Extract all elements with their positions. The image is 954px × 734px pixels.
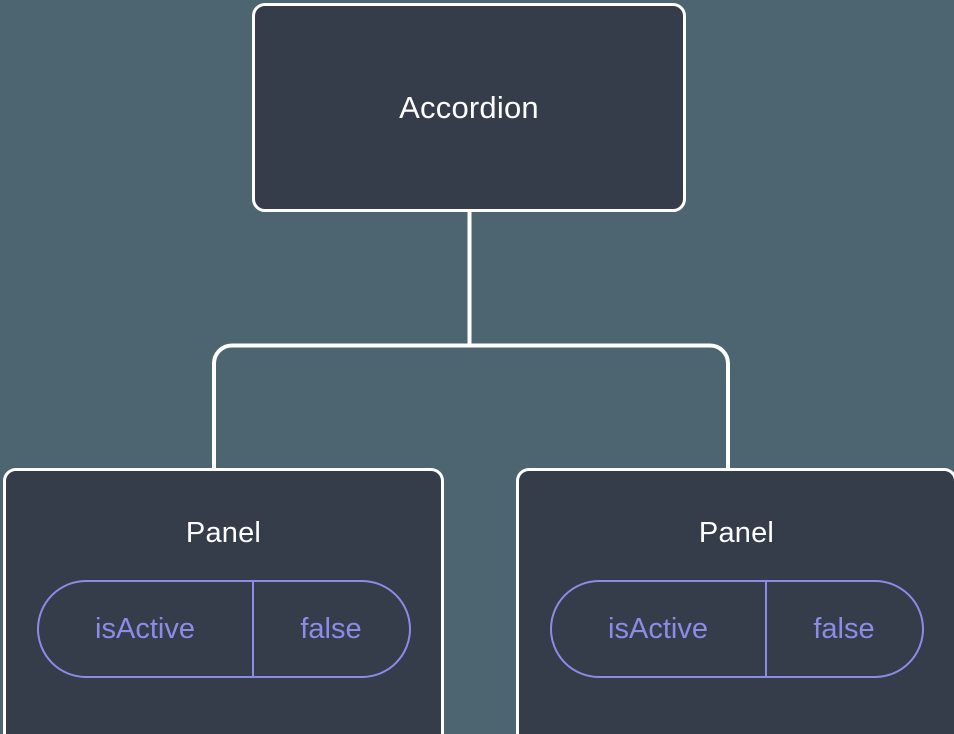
prop-value-left: false bbox=[300, 612, 362, 645]
node-panel-left-label: Panel bbox=[185, 517, 262, 549]
prop-key-left: isActive bbox=[39, 582, 254, 676]
node-accordion[interactable]: Accordion bbox=[252, 3, 686, 212]
node-panel-left[interactable]: Panel isActive false bbox=[3, 468, 444, 734]
edge-branch-right bbox=[469, 343, 730, 470]
node-accordion-label: Accordion bbox=[399, 90, 539, 125]
edge-branch-left bbox=[212, 343, 470, 470]
prop-pill-left[interactable]: isActive false bbox=[36, 580, 411, 678]
node-panel-right[interactable]: Panel isActive false bbox=[516, 468, 954, 734]
prop-pill-right[interactable]: isActive false bbox=[549, 580, 924, 678]
prop-value-right: false bbox=[813, 612, 875, 645]
prop-key-right: isActive bbox=[552, 582, 767, 676]
node-panel-right-label: Panel bbox=[698, 517, 775, 549]
